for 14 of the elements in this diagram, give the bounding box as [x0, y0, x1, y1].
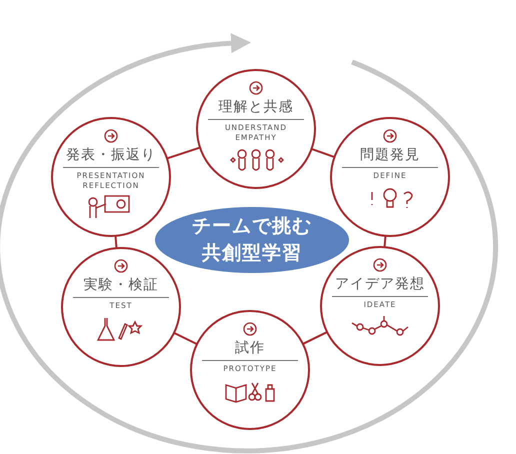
connector-line: [384, 236, 386, 248]
center-ellipse: [155, 207, 349, 273]
connector-line: [311, 148, 335, 158]
connector-line: [302, 331, 328, 345]
stage-title: 試作: [235, 339, 265, 358]
connector-line: [174, 332, 198, 345]
connector-line: [114, 236, 118, 248]
stage-title: アイデア発想: [335, 275, 425, 294]
stage-title: 理解と共感: [218, 98, 294, 117]
connector-line: [166, 146, 200, 160]
stage-title: 実験・検証: [84, 276, 158, 295]
stage-title: 問題発見: [360, 146, 420, 165]
center-title: チームで挑む共創型学習: [192, 214, 312, 266]
stage-title: 発表・振返り: [66, 146, 156, 165]
